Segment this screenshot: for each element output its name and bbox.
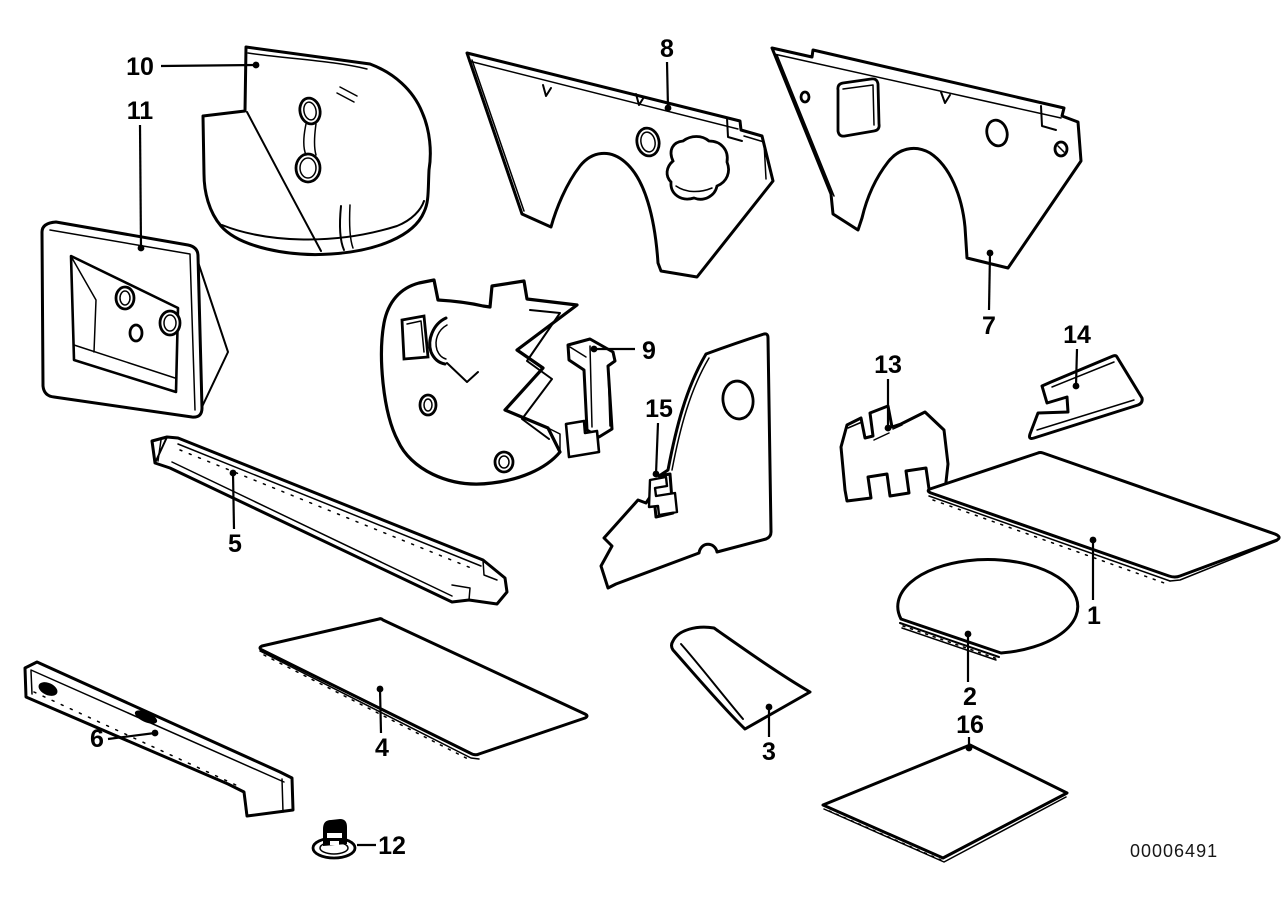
callout-11-leader-line: [138, 124, 143, 249]
callout-10-label: 10: [126, 53, 154, 81]
callout-5-label: 5: [228, 530, 242, 558]
callout-4-dot: [376, 685, 384, 693]
part-8-firewall-insulation-shape: [465, 51, 775, 279]
callout-13-dot: [884, 424, 892, 432]
part-10-insulation-shape: [201, 45, 432, 256]
callout-9-label: 9: [642, 337, 656, 365]
callout-7-leader-line: [987, 252, 992, 311]
part-16-square-mat-shape: [821, 743, 1069, 863]
part-2-round-mat-shape: [896, 558, 1080, 661]
callout-14-label: 14: [1063, 321, 1091, 349]
part-3-curved-pad-shape: [670, 625, 812, 731]
part-6-sill-trim-shape: [23, 660, 295, 818]
drawing-number: 00006491: [1130, 841, 1219, 861]
part-13-bracket-shape: [839, 404, 950, 503]
callout-6-leader-line: [107, 731, 156, 741]
callout-15-dot: [652, 470, 660, 478]
callout-7-dot: [986, 249, 994, 257]
callout-2-label: 2: [963, 683, 977, 711]
part-4-flat-mat-shape: [258, 617, 589, 761]
callout-14-dot: [1072, 382, 1080, 390]
callout-4-label: 4: [375, 734, 389, 762]
part-14-panel-shape: [1028, 354, 1144, 440]
callout-1-dot: [1089, 536, 1097, 544]
callout-14-leader-line: [1074, 348, 1079, 387]
callout-16-label: 16: [956, 711, 984, 739]
callout-8-leader-line: [665, 61, 670, 109]
callout-10-leader-line: [160, 63, 257, 68]
callout-2-dot: [964, 630, 972, 638]
callout-1-label: 1: [1087, 602, 1101, 630]
callout-11-dot: [137, 244, 145, 252]
callout-10-dot: [252, 61, 260, 69]
part-1-flat-mat-shape: [926, 451, 1281, 585]
callout-12-label: 12: [378, 832, 406, 860]
callout-6-dot: [151, 729, 159, 737]
callout-11-label: 11: [127, 97, 154, 125]
callout-13-label: 13: [874, 351, 902, 379]
callout-16-dot: [965, 744, 973, 752]
part-15-clip-shape: [647, 475, 679, 517]
part-11-panel-shape: [40, 220, 229, 419]
callout-8-dot: [664, 104, 672, 112]
callout-3-label: 3: [762, 738, 776, 766]
callout-6-label: 6: [90, 725, 104, 753]
part-9-insulation-shape: [379, 278, 617, 486]
part-5-cross-member-shape: [150, 435, 509, 606]
part-15-side-panel-shape: [599, 332, 773, 590]
callout-15-leader-line: [654, 422, 660, 475]
callout-9-dot: [590, 345, 598, 353]
callout-3-dot: [765, 703, 773, 711]
part-7-firewall-insulation-shape: [770, 46, 1083, 270]
callout-8-label: 8: [660, 35, 674, 63]
callout-7-label: 7: [982, 312, 996, 340]
callout-15-label: 15: [645, 395, 673, 423]
callout-4-leader-line: [378, 688, 383, 734]
callout-5-leader-line: [231, 472, 236, 530]
part-12-grommet-shape: [311, 819, 357, 860]
callout-5-dot: [229, 469, 237, 477]
